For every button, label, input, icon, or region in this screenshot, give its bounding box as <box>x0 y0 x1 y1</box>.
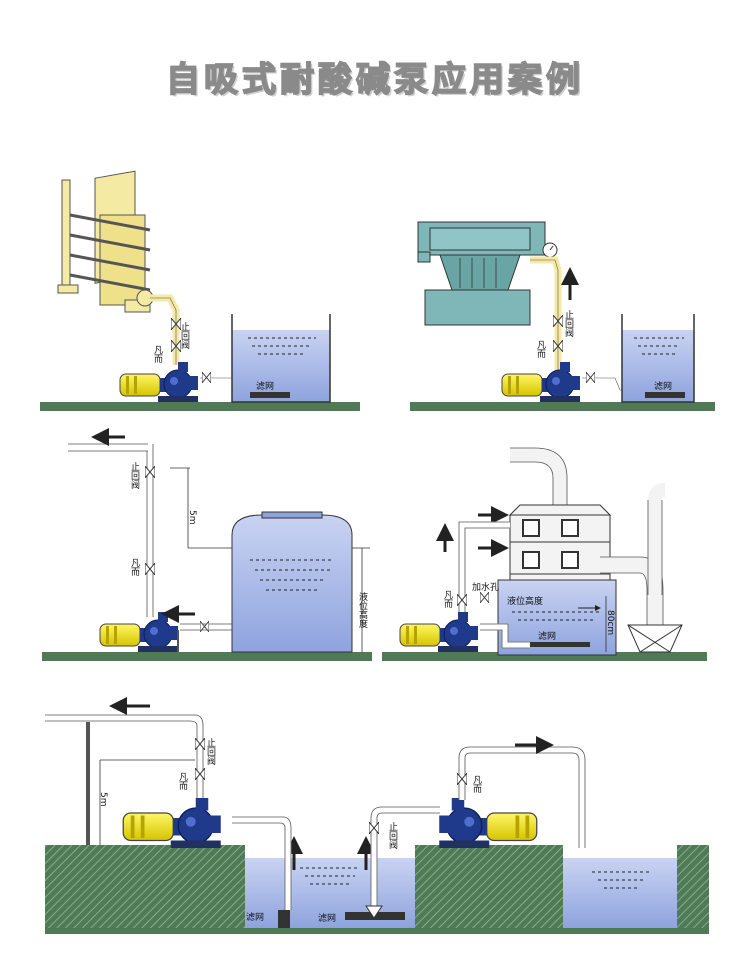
panel-storage-tank: 止回阀 凡而 5m 液位高度 <box>42 428 372 661</box>
pit-1: 滤网 滤网 <box>245 836 415 928</box>
scrubber-tower: 滤网 <box>497 504 617 656</box>
pump-icon <box>119 362 199 402</box>
flange-label: 凡而 <box>442 590 453 609</box>
check-valve-label: 止回阀 <box>205 737 216 766</box>
panel-filter-press: 止回阀 凡而 滤网 <box>410 221 715 411</box>
filter-icon <box>250 392 290 398</box>
flange-label: 凡而 <box>177 772 188 791</box>
liquid-level-label: 液位高度 <box>357 591 368 629</box>
filter-icon <box>278 910 290 928</box>
tank: 滤网 <box>231 314 331 403</box>
filter-icon <box>645 392 685 398</box>
filler-hole-label: 加水孔 <box>472 581 499 593</box>
check-valve-label: 止回阀 <box>387 821 398 850</box>
height-80cm-label: 80cm <box>605 610 615 635</box>
filter-label: 滤网 <box>654 380 672 392</box>
panel-heat-exchanger: 止回阀 凡而 滤网 <box>40 170 360 411</box>
storage-tank <box>231 511 370 653</box>
filler-valve-icon <box>480 592 489 603</box>
ground-block <box>415 845 563 933</box>
plate-heat-exchanger <box>57 170 154 313</box>
pump-icon <box>501 362 581 402</box>
liquid-level-label: 液位高度 <box>507 595 543 607</box>
filter-press <box>417 221 546 326</box>
flange-label: 凡而 <box>535 340 546 359</box>
pump-icon <box>399 612 479 652</box>
check-valve-label: 止回阀 <box>179 321 190 350</box>
height-5m-label: 5m <box>98 792 108 807</box>
ground-slab <box>410 402 715 411</box>
height-dimension <box>170 467 235 549</box>
filter-label: 滤网 <box>256 380 274 392</box>
flange-label: 凡而 <box>152 345 163 364</box>
check-valve-label: 止回阀 <box>129 461 140 490</box>
tank: 滤网 <box>621 314 695 403</box>
check-valve-label: 止回阀 <box>563 309 574 338</box>
filter-label: 滤网 <box>318 912 336 924</box>
filter-icon <box>530 642 590 647</box>
ground-slab <box>382 652 707 661</box>
pump-icon <box>122 798 222 848</box>
page-title: 自吸式耐酸碱泵应用案例 <box>165 59 584 101</box>
height-5m-label: 5m <box>187 510 197 525</box>
flange-label: 凡而 <box>471 775 482 794</box>
filter-label: 滤网 <box>538 630 556 642</box>
ground-block <box>45 845 245 933</box>
panel-underground-pits: 滤网 滤网 5m 止回阀 凡而 <box>45 697 709 934</box>
flange-label: 凡而 <box>129 558 140 577</box>
ground-slab <box>40 402 360 411</box>
panel-scrubber-tower: 滤网 液位高度 80cm 凡而 加水孔 <box>382 447 707 661</box>
pump-icon <box>99 612 179 652</box>
filter-label: 滤网 <box>246 911 264 923</box>
pit-2 <box>563 858 677 928</box>
ground-block <box>677 845 709 933</box>
pump-icon <box>438 798 538 848</box>
ground-slab <box>42 652 372 661</box>
